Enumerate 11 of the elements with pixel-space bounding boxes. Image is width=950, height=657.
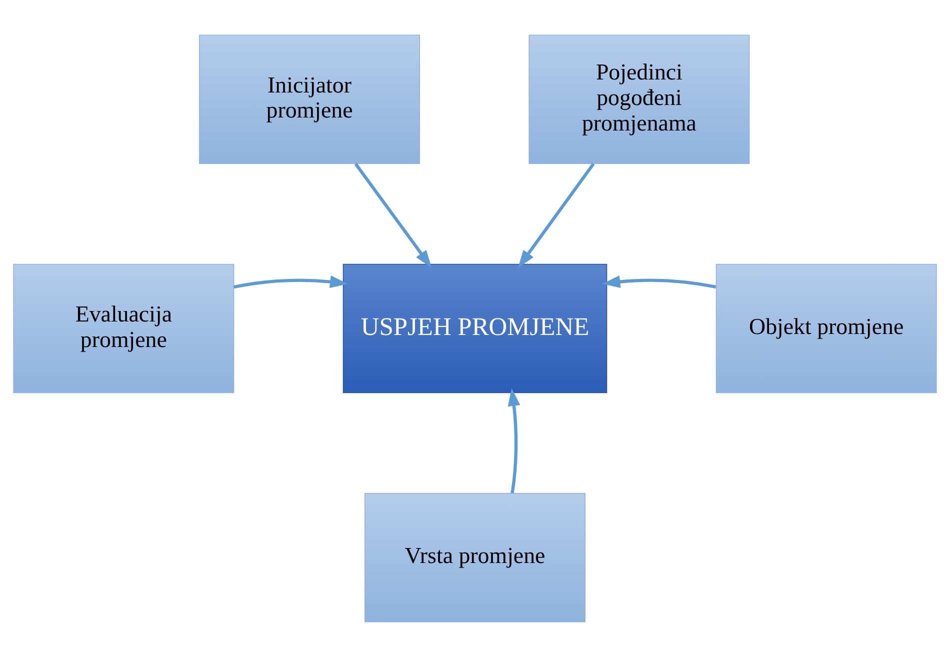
arrow: [234, 276, 348, 289]
node-box: Inicijator promjene: [199, 34, 420, 164]
node-box: USPJEH PROMJENE: [342, 264, 608, 394]
node-box: Vrsta promjene: [364, 492, 586, 622]
node-box: Pojedinci pogođeni promjenama: [528, 34, 750, 164]
arrow: [354, 162, 432, 268]
node-box: Evaluacija promjene: [13, 264, 234, 394]
arrow: [602, 276, 716, 288]
arrow: [508, 388, 520, 494]
arrow: [518, 162, 595, 268]
node-box: Objekt promjene: [716, 264, 937, 394]
